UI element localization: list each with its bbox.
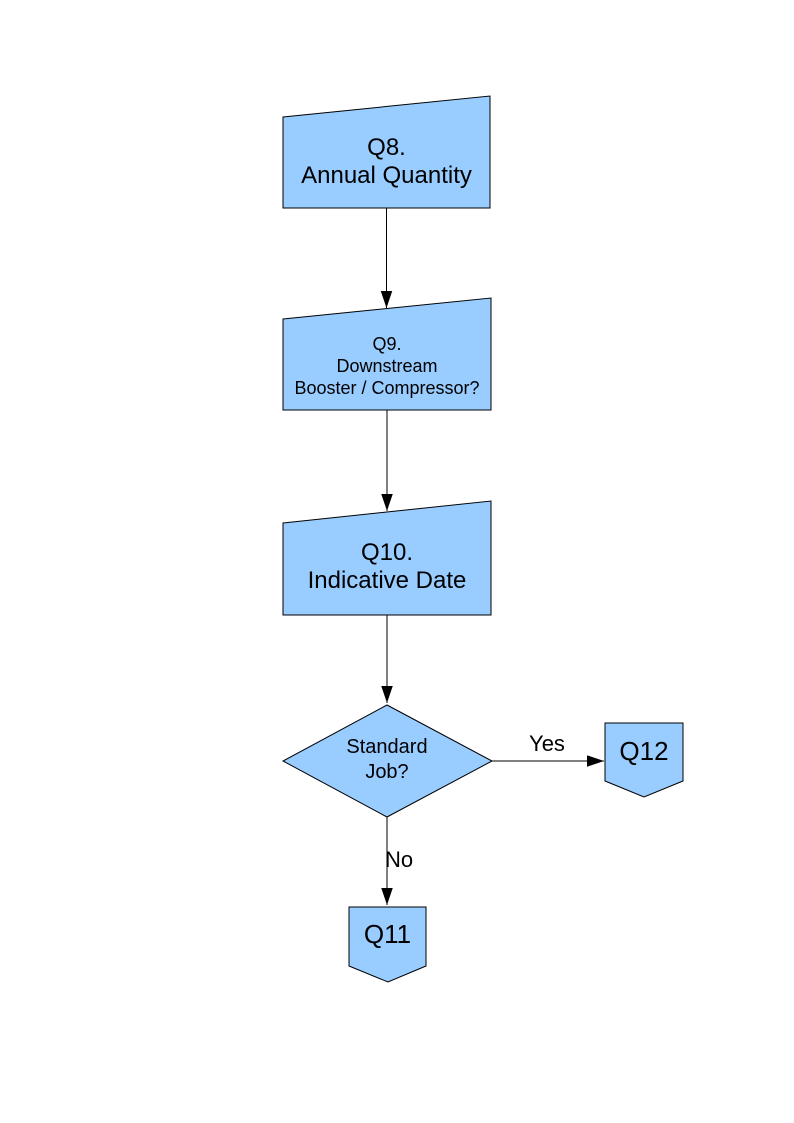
node-q8-label-line2: Annual Quantity [301, 162, 472, 189]
node-q11-shape [348, 906, 427, 983]
node-q12-shape [604, 722, 684, 798]
node-q10-label-line2: Indicative Date [307, 567, 467, 594]
node-decision-label-line2: Job? [365, 761, 409, 783]
node-q10-label: Q10. Indicative Date [283, 539, 491, 595]
node-decision-label-line1: Standard [346, 736, 428, 758]
edge-no-label: No [384, 847, 414, 872]
node-q9-label: Q9. Downstream Booster / Compressor? [283, 333, 491, 399]
node-q9-label-line2: Downstream [336, 356, 438, 376]
node-q10-shape [282, 500, 492, 616]
node-q10-label-line1: Q10. [360, 539, 414, 566]
node-q11-label: Q11 [363, 919, 412, 949]
node-decision-shape [281, 704, 494, 818]
node-q8-shape [282, 95, 491, 209]
node-q8-label-line1: Q8. [367, 134, 406, 161]
node-q9-shape [282, 297, 492, 411]
node-q9-label-line1: Q9. [372, 334, 402, 354]
node-decision-label: Standard Job? [287, 735, 487, 785]
node-q9-label-line3: Booster / Compressor? [294, 378, 480, 398]
node-q12-label: Q12 [619, 736, 669, 766]
edge-yes-label: Yes [529, 731, 565, 756]
node-q8-label: Q8. Annual Quantity [283, 134, 490, 190]
